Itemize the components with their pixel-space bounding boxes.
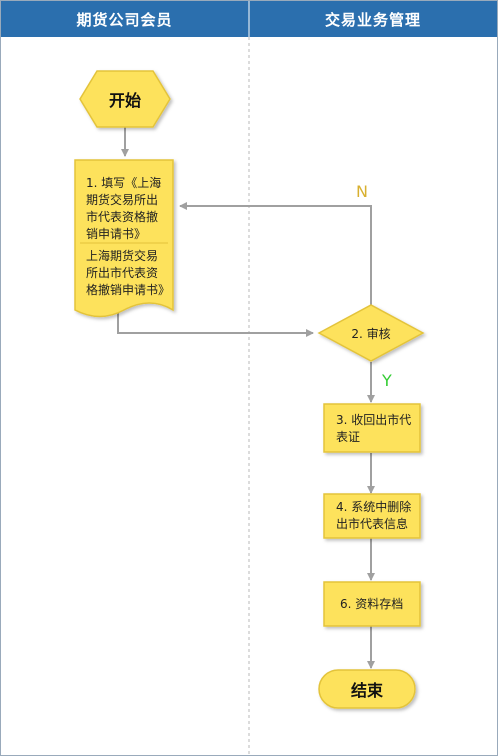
archive-label: 6. 资料存档 [340,597,404,611]
form-document-label: 上海期货交易所出市代表资格撤销申请书》 [86,249,171,297]
start-node [79,70,171,128]
edge-review-no [179,202,372,305]
review-diamond [317,304,425,362]
archive-box [323,581,421,627]
form-document-node [74,159,174,318]
edge-label-no: N [356,182,368,201]
edge-label-yes: Y [382,371,392,390]
form-step-label: 1. 填写《上海期货交易所出市代表资格撤销申请书》 [86,176,162,241]
edge-form-to-review [117,312,314,337]
delete-info-box [323,493,421,539]
end-node [318,669,416,709]
recall-card-label: 3. 收回出市代表证 [336,413,412,444]
delete-info-label: 4. 系统中删除出市代表信息 [336,500,412,531]
recall-card-box [323,403,421,453]
